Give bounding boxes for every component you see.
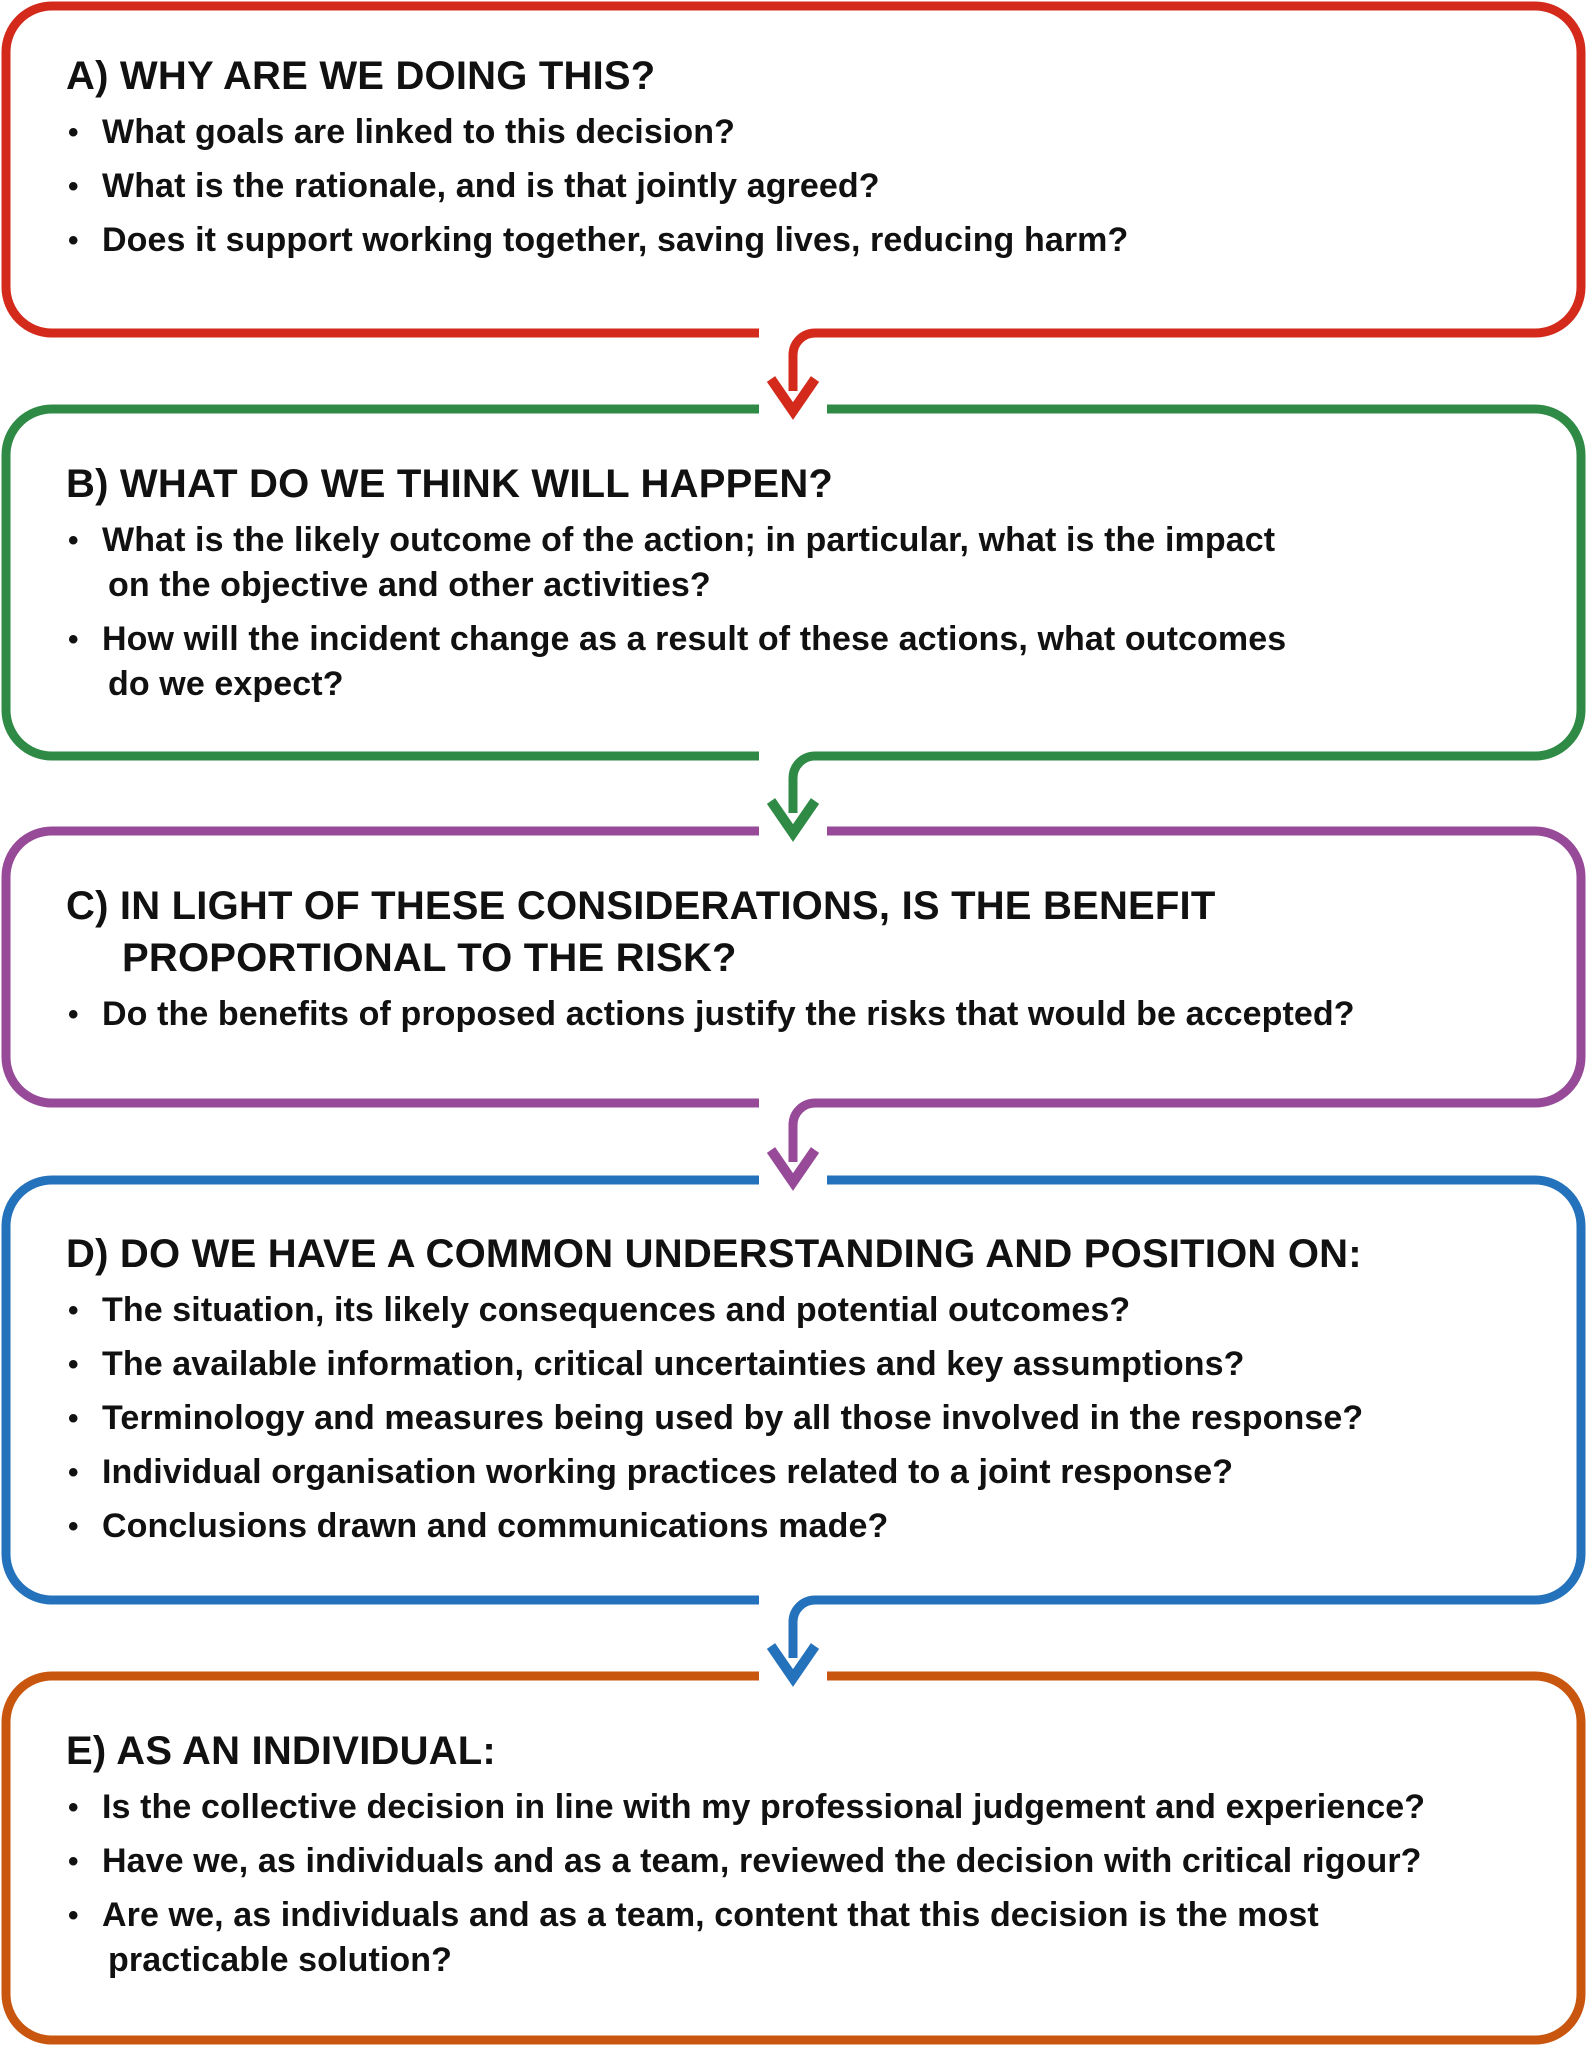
bullet-icon: •: [68, 1294, 79, 1327]
connector-c-line: [788, 1098, 825, 1162]
box-c: C) IN LIGHT OF THESE CONSIDERATIONS, IS …: [66, 880, 1546, 1046]
bullet-icon: •: [68, 1791, 79, 1824]
bullet-icon: •: [68, 623, 79, 656]
box-b: B) WHAT DO WE THINK WILL HAPPEN? • What is…: [66, 458, 1546, 716]
box-c-questions: • Do the benefits of proposed actions jus…: [66, 992, 1546, 1037]
bullet-icon: •: [68, 1510, 79, 1543]
bullet-icon: •: [68, 116, 79, 149]
question-item: • Have we, as individuals and as a team, …: [66, 1839, 1546, 1884]
box-e-frame: [1, 1671, 1586, 2045]
question-line: Does it support working together, saving…: [102, 221, 1129, 259]
question-line: The situation, its likely consequences a…: [102, 1291, 1131, 1329]
box-d-frame: [1, 1175, 1586, 1605]
box-b-frame: [1, 404, 1586, 761]
question-line: Have we, as individuals and as a team, r…: [102, 1842, 1422, 1880]
question-line: Terminology and measures being used by a…: [102, 1399, 1364, 1437]
bullet-icon: •: [68, 1348, 79, 1381]
box-a-title: A) WHY ARE WE DOING THIS?: [66, 50, 1546, 102]
bullet-icon: •: [68, 1845, 79, 1878]
question-item: • What is the likely outcome of the actio…: [66, 518, 1546, 608]
box-c-frame: [1, 826, 1586, 1108]
question-line: What goals are linked to this decision?: [102, 113, 735, 151]
bullet-icon: •: [68, 1402, 79, 1435]
title-line: B) WHAT DO WE THINK WILL HAPPEN?: [66, 462, 834, 506]
question-line: Do the benefits of proposed actions just…: [102, 995, 1355, 1033]
bullet-icon: •: [68, 524, 79, 557]
title-line: A) WHY ARE WE DOING THIS?: [66, 54, 656, 98]
bullet-icon: •: [68, 1456, 79, 1489]
box-a-frame: [1, 1, 1586, 338]
question-item: • The situation, its likely consequences …: [66, 1288, 1546, 1333]
question-item: • The available information, critical unc…: [66, 1342, 1546, 1387]
box-d: D) DO WE HAVE A COMMON UNDERSTANDING AND…: [66, 1228, 1546, 1558]
question-item: • Are we, as individuals and as a team, c…: [66, 1893, 1546, 1983]
question-line: do we expect?: [108, 665, 344, 703]
title-line: E) AS AN INDIVIDUAL:: [66, 1729, 496, 1773]
question-line: Conclusions drawn and communications mad…: [102, 1507, 889, 1545]
question-item: • Conclusions drawn and communications ma…: [66, 1504, 1546, 1549]
connector-d-line: [788, 1595, 825, 1658]
box-e: E) AS AN INDIVIDUAL: • Is the collective d…: [66, 1725, 1546, 1992]
box-c-title: C) IN LIGHT OF THESE CONSIDERATIONS, IS …: [66, 880, 1546, 984]
question-item: • Do the benefits of proposed actions jus…: [66, 992, 1546, 1037]
box-b-title: B) WHAT DO WE THINK WILL HAPPEN?: [66, 458, 1546, 510]
box-d-title: D) DO WE HAVE A COMMON UNDERSTANDING AND…: [66, 1228, 1546, 1280]
bullet-icon: •: [68, 998, 79, 1031]
question-item: • Is the collective decision in line with…: [66, 1785, 1546, 1830]
bullet-icon: •: [68, 170, 79, 203]
box-e-title: E) AS AN INDIVIDUAL:: [66, 1725, 1546, 1777]
title-line: D) DO WE HAVE A COMMON UNDERSTANDING AND…: [66, 1232, 1362, 1276]
arrow-down-icon: [766, 376, 820, 420]
connector-a-line: [788, 328, 825, 391]
arrow-down-icon: [766, 1147, 820, 1191]
question-item: • How will the incident change as a resul…: [66, 617, 1546, 707]
question-line: practicable solution?: [108, 1941, 453, 1979]
question-item: • Individual organisation working practic…: [66, 1450, 1546, 1495]
arrow-down-icon: [766, 798, 820, 842]
question-line: on the objective and other activities?: [108, 566, 711, 604]
box-a: A) WHY ARE WE DOING THIS? • What goals are…: [66, 50, 1546, 272]
connector-b-line: [788, 751, 825, 813]
bullet-icon: •: [68, 1899, 79, 1932]
question-line: What is the likely outcome of the action…: [102, 521, 1276, 559]
question-item: • What is the rationale, and is that join…: [66, 164, 1546, 209]
question-line: Individual organisation working practice…: [102, 1453, 1234, 1491]
question-line: Are we, as individuals and as a team, co…: [102, 1896, 1319, 1934]
question-line: Is the collective decision in line with …: [102, 1788, 1426, 1826]
question-line: What is the rationale, and is that joint…: [102, 167, 880, 205]
question-line: The available information, critical unce…: [102, 1345, 1245, 1383]
question-item: • Does it support working together, savin…: [66, 218, 1546, 263]
question-item: • Terminology and measures being used by …: [66, 1396, 1546, 1441]
arrow-down-icon: [766, 1643, 820, 1687]
title-line: C) IN LIGHT OF THESE CONSIDERATIONS, IS …: [66, 884, 1216, 928]
question-line: How will the incident change as a result…: [102, 620, 1287, 658]
box-a-questions: • What goals are linked to this decision?…: [66, 110, 1546, 263]
question-item: • What goals are linked to this decision?: [66, 110, 1546, 155]
box-b-questions: • What is the likely outcome of the actio…: [66, 518, 1546, 707]
bullet-icon: •: [68, 224, 79, 257]
box-e-questions: • Is the collective decision in line with…: [66, 1785, 1546, 1983]
title-line: PROPORTIONAL TO THE RISK?: [122, 936, 737, 980]
box-d-questions: • The situation, its likely consequences …: [66, 1288, 1546, 1549]
